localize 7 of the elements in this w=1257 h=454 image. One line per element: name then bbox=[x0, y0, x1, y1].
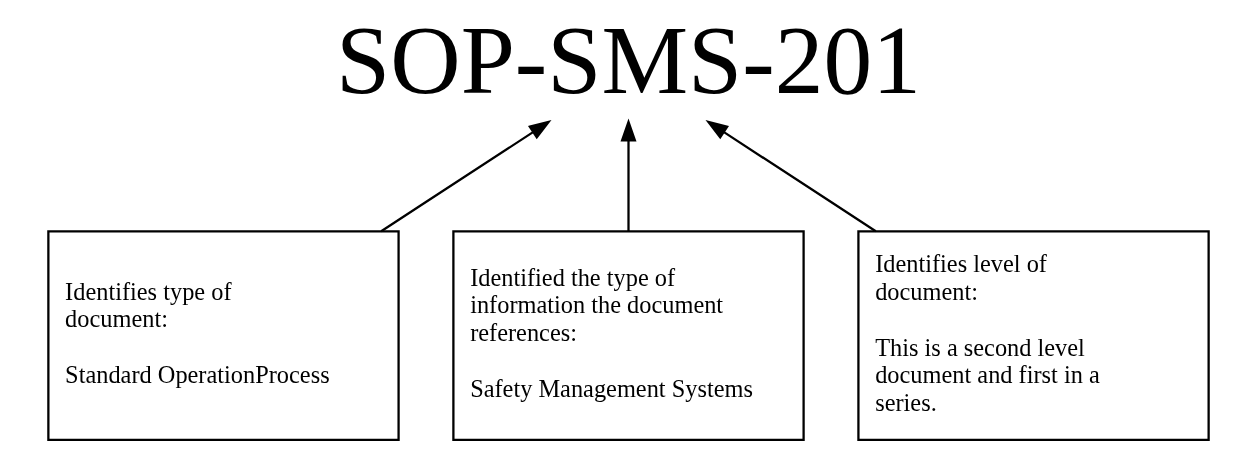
node-box: Identified the type of information the document references: Safety Management Systems bbox=[452, 229, 805, 441]
arrow bbox=[620, 118, 637, 231]
node-text: SOP-SMS-201 bbox=[336, 5, 921, 114]
node-box: Identifies level of document: This is a second level document and first in a series. bbox=[857, 229, 1210, 441]
arrow bbox=[380, 119, 552, 232]
arrow bbox=[705, 119, 877, 232]
node-box: Identifies type of document: Standard OperationProcess bbox=[47, 229, 400, 441]
